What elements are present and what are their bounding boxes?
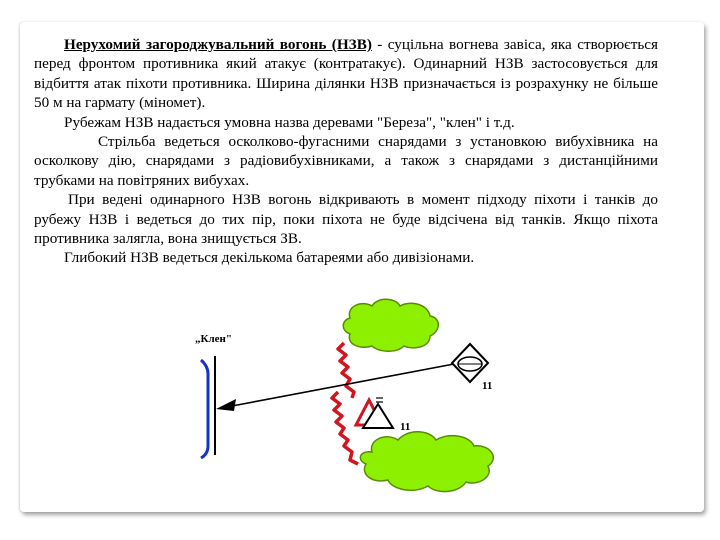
battery-number: 11 [482, 380, 492, 392]
forest-top [342, 298, 439, 352]
fire-line-label: „Клен" [195, 333, 232, 345]
battery-symbol-icon [450, 342, 490, 384]
slide-card [20, 22, 704, 512]
term-nzv: Нерухомий загороджувальний вогонь (НЗВ) [64, 36, 372, 53]
paragraph-ammunition: Стрільба ведеться осколково-фугасними сн… [34, 133, 658, 189]
paragraph-names: Рубежам НЗВ надається умовна назва дерев… [64, 113, 515, 131]
paragraph-single-nzv: При ведені одинарного НЗВ вогонь відкрив… [34, 191, 658, 248]
own-position-line [199, 358, 210, 460]
text-content: Нерухомий загороджувальний вогонь (НЗВ) … [34, 35, 658, 268]
observation-post-icon [361, 402, 395, 429]
enemy-line-bottom [330, 390, 359, 466]
fire-direction-line [231, 363, 455, 407]
paragraph-deep-nzv: Глибокий НЗВ ведеться декількома батарея… [64, 249, 475, 267]
post-number: 11 [400, 421, 410, 433]
forest-bottom [359, 431, 494, 493]
enemy-line-top [336, 341, 356, 399]
definition-text: - суцільна вогнева завіса, яка створюєть… [34, 36, 658, 112]
paragraph-definition: Нерухомий загороджувальний вогонь (НЗВ) … [34, 35, 658, 113]
arrow-head-icon [216, 399, 236, 411]
